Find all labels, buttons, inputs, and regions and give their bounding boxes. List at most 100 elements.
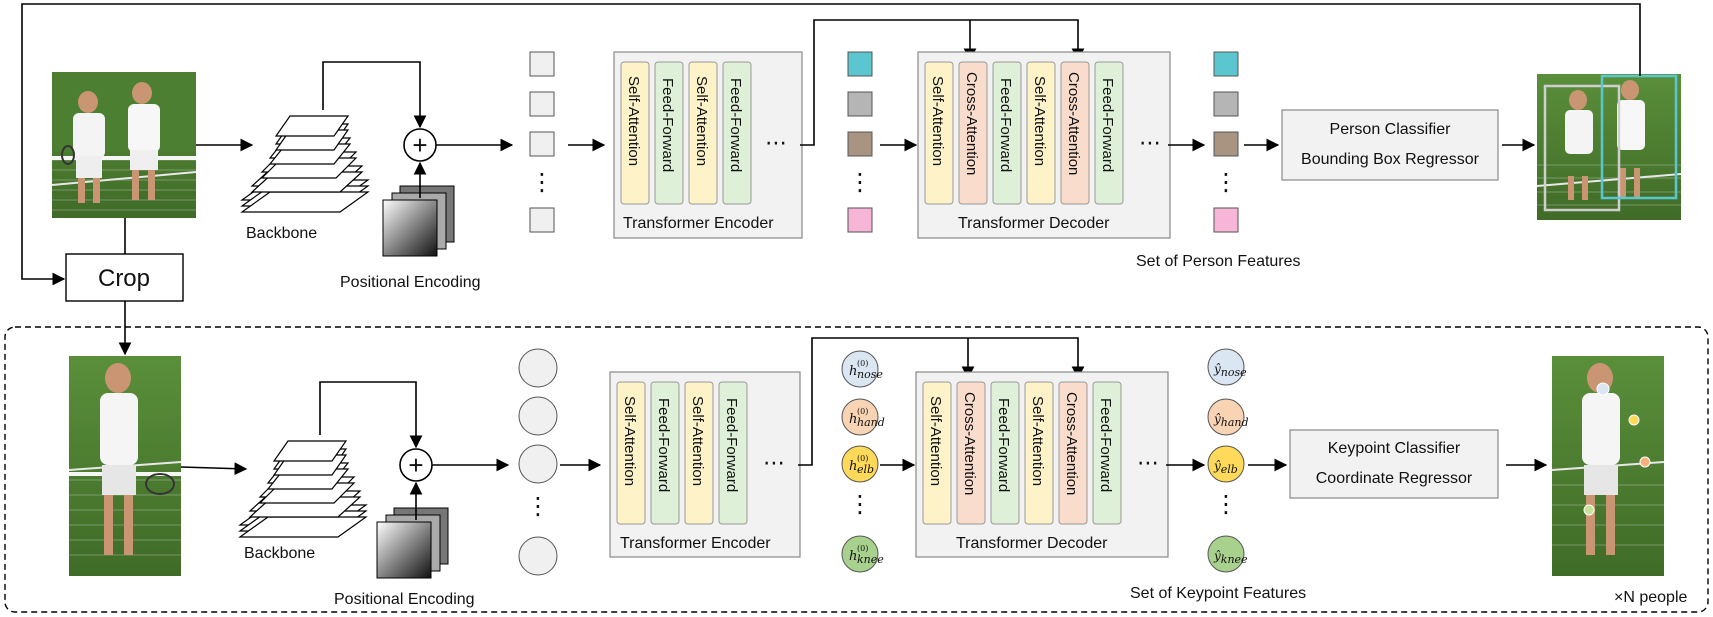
svg-text:(0): (0) bbox=[857, 359, 868, 368]
keypoint-head-line1: Keypoint Classifier bbox=[1328, 440, 1461, 457]
transformer-decoder-label-top: Transformer Decoder bbox=[958, 215, 1110, 232]
svg-text:h: h bbox=[849, 364, 857, 379]
keypoint-features bbox=[1207, 348, 1245, 573]
backbone-stack-bottom bbox=[238, 440, 368, 538]
feature-tokens-bottom-dots: ⋮ bbox=[526, 493, 550, 520]
transformer-encoder-top: Self-Attention Feed-Forward Self-Attenti… bbox=[613, 51, 803, 239]
person-feature bbox=[1213, 131, 1239, 157]
add-node-bottom-symbol: + bbox=[408, 450, 423, 480]
feed-forward-block bbox=[992, 61, 1022, 205]
decoder-continuation-top: ⋯ bbox=[1139, 130, 1161, 155]
svg-text:Cross-Attention: Cross-Attention bbox=[961, 392, 978, 495]
add-node-top-symbol: + bbox=[412, 130, 427, 160]
feed-forward-block bbox=[722, 61, 752, 205]
person-head-line1: Person Classifier bbox=[1330, 121, 1452, 138]
transformer-encoder-label-bottom: Transformer Encoder bbox=[620, 535, 771, 552]
query-token bbox=[847, 131, 873, 157]
self-attention-block bbox=[688, 61, 718, 205]
self-attention-block bbox=[616, 381, 646, 525]
feature-token bbox=[529, 91, 555, 117]
feed-forward-block bbox=[1092, 381, 1122, 525]
cross-attention-block bbox=[1060, 61, 1090, 205]
person-features-top-dots: ⋮ bbox=[1214, 169, 1238, 196]
svg-text:Self-Attention: Self-Attention bbox=[929, 76, 946, 166]
encoder-continuation-bottom: ⋯ bbox=[763, 450, 785, 475]
keypoint-queries-dots: ⋮ bbox=[848, 491, 872, 518]
person-features-top bbox=[1213, 51, 1239, 233]
svg-text:Feed-Forward: Feed-Forward bbox=[659, 78, 676, 172]
svg-text:Feed-Forward: Feed-Forward bbox=[1097, 398, 1114, 492]
decoder-continuation-bottom: ⋯ bbox=[1137, 450, 1159, 475]
svg-text:Self-Attention: Self-Attention bbox=[621, 396, 638, 486]
crop-box bbox=[65, 253, 184, 302]
svg-text:(0): (0) bbox=[857, 454, 868, 463]
keypoint-elb bbox=[1628, 414, 1640, 426]
svg-text:Cross-Attention: Cross-Attention bbox=[1063, 392, 1080, 495]
svg-text:Self-Attention: Self-Attention bbox=[1029, 396, 1046, 486]
svg-text:(0): (0) bbox=[857, 544, 868, 553]
svg-text:elb: elb bbox=[857, 463, 874, 476]
cross-attention-block bbox=[956, 381, 986, 525]
self-attention-block bbox=[924, 61, 954, 205]
transformer-encoder-label-top: Transformer Encoder bbox=[623, 215, 774, 232]
cross-attention-block bbox=[958, 61, 988, 205]
feed-forward-block bbox=[1094, 61, 1124, 205]
output-image-top bbox=[1536, 74, 1682, 220]
self-attention-block bbox=[1026, 61, 1056, 205]
svg-text:Self-Attention: Self-Attention bbox=[927, 396, 944, 486]
bbox-gray bbox=[1543, 84, 1621, 212]
query-nose bbox=[841, 350, 879, 388]
keypoint-head-line2: Coordinate Regressor bbox=[1316, 470, 1473, 487]
crop-label: Crop bbox=[98, 265, 150, 292]
svg-text:Self-Attention: Self-Attention bbox=[689, 396, 706, 486]
feature-elb bbox=[1207, 445, 1245, 483]
positional-encoding-bottom bbox=[376, 507, 449, 579]
svg-text:Feed-Forward: Feed-Forward bbox=[727, 78, 744, 172]
feed-forward-block bbox=[650, 381, 680, 525]
feature-tokens-top bbox=[529, 51, 555, 233]
person-queries-top bbox=[847, 51, 873, 233]
feature-tokens-bottom bbox=[518, 348, 558, 576]
svg-text:Feed-Forward: Feed-Forward bbox=[1099, 78, 1116, 172]
feed-forward-block bbox=[654, 61, 684, 205]
person-head-box bbox=[1281, 109, 1499, 181]
feature-token bbox=[518, 348, 558, 388]
person-feature bbox=[1213, 51, 1239, 77]
feature-token bbox=[518, 396, 558, 436]
query-token bbox=[847, 91, 873, 117]
svg-text:Feed-Forward: Feed-Forward bbox=[723, 398, 740, 492]
svg-text:ŷnose: ŷnose bbox=[1213, 362, 1247, 379]
feature-token bbox=[529, 51, 555, 77]
keypoint-knee bbox=[1583, 504, 1595, 516]
keypoint-feature-labels: ŷnose ŷhand ŷelb ŷknee bbox=[1213, 362, 1249, 566]
person-features-label: Set of Person Features bbox=[1136, 253, 1301, 270]
self-attention-block bbox=[620, 61, 650, 205]
cross-attention-block bbox=[1058, 381, 1088, 525]
person-head-line2: Bounding Box Regressor bbox=[1301, 151, 1480, 168]
query-token bbox=[847, 207, 873, 233]
transformer-decoder-bottom: Self-Attention Cross-Attention Feed-Forw… bbox=[915, 371, 1169, 558]
keypoint-queries bbox=[841, 350, 879, 573]
transformer-decoder-label-bottom: Transformer Decoder bbox=[956, 535, 1108, 552]
svg-text:hand: hand bbox=[857, 416, 885, 429]
keypoint-head-box bbox=[1289, 429, 1499, 499]
keypoint-nose bbox=[1596, 382, 1610, 396]
output-crop-bottom bbox=[1551, 356, 1665, 576]
backbone-stack-top bbox=[240, 115, 370, 213]
svg-text:Feed-Forward: Feed-Forward bbox=[995, 398, 1012, 492]
query-elb bbox=[841, 445, 879, 483]
svg-text:ŷknee: ŷknee bbox=[1213, 549, 1248, 566]
positional-encoding-label-top: Positional Encoding bbox=[340, 274, 481, 291]
encoder-continuation-top: ⋯ bbox=[765, 130, 787, 155]
svg-text:Cross-Attention: Cross-Attention bbox=[963, 72, 980, 175]
query-hand bbox=[841, 398, 879, 436]
svg-text:knee: knee bbox=[857, 553, 884, 566]
feed-forward-block bbox=[990, 381, 1020, 525]
keypoint-features-dots: ⋮ bbox=[1214, 491, 1238, 518]
input-crop-bottom bbox=[68, 356, 182, 576]
feature-token bbox=[529, 207, 555, 233]
bbox-cyan bbox=[1600, 74, 1678, 200]
positional-encoding-top bbox=[382, 185, 455, 257]
feature-token bbox=[518, 444, 558, 484]
svg-text:Cross-Attention: Cross-Attention bbox=[1065, 72, 1082, 175]
